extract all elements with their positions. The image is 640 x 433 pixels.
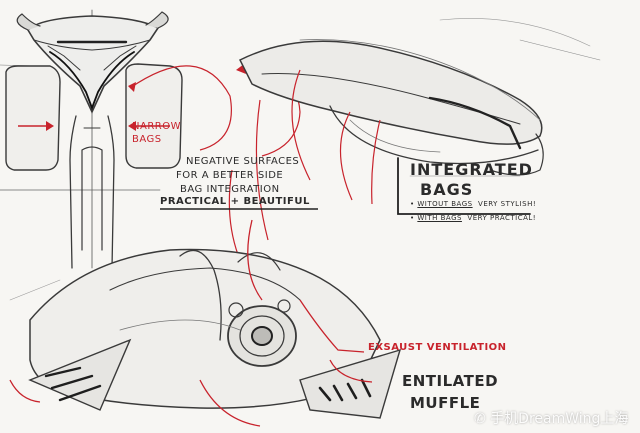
bullet-without: •	[410, 200, 418, 208]
wechat-icon: ✆	[474, 411, 486, 427]
negative-surfaces-line3: BAG INTEGRATION	[180, 184, 280, 195]
integrated-bags-title-line1: INTEGRATED	[410, 160, 533, 179]
with-bags-label: WITH BAGS	[417, 214, 462, 222]
rear-exhaust-red-lines	[9, 219, 373, 427]
side-view-red-lines	[228, 69, 381, 261]
rear-exhaust-sketch	[9, 248, 402, 419]
with-bags-note: VERY PRACTICAL!	[467, 214, 537, 222]
practical-beautiful-label: PRACTICAL + BEAUTIFUL	[160, 196, 310, 207]
front-view-sketch	[0, 9, 183, 269]
bullet-with: •	[410, 214, 418, 222]
ventilated-muffler-line1: ENTILATED	[402, 372, 499, 390]
negative-surfaces-line1: NEGATIVE SURFACES	[186, 156, 300, 167]
side-view-bag-sketch	[238, 18, 601, 215]
integrated-bags-title-line2: BAGS	[420, 180, 474, 199]
front-view-red-arrows	[18, 64, 301, 157]
narrow-bags-label-line1: NARROW BAGS	[132, 120, 180, 146]
without-bags-note: VERY STYLISH!	[478, 200, 537, 208]
with-bags-row: • WITH BAGS VERY PRACTICAL!	[410, 214, 536, 222]
negative-surfaces-line2: FOR A BETTER SIDE	[176, 170, 284, 181]
exhaust-ventilation-label: EXSAUST VENTILATION	[368, 342, 507, 353]
without-bags-row: • WITOUT BAGS VERY STYLISH!	[410, 200, 536, 208]
without-bags-label: WITOUT BAGS	[417, 200, 473, 208]
narrow-bags-label: NARROW BAGS	[132, 121, 181, 145]
watermark-text: 手机DreamWing上海	[490, 411, 629, 427]
wechat-watermark: ✆ 手机DreamWing上海	[474, 408, 628, 428]
ventilated-muffler-line2: MUFFLE	[410, 394, 481, 412]
